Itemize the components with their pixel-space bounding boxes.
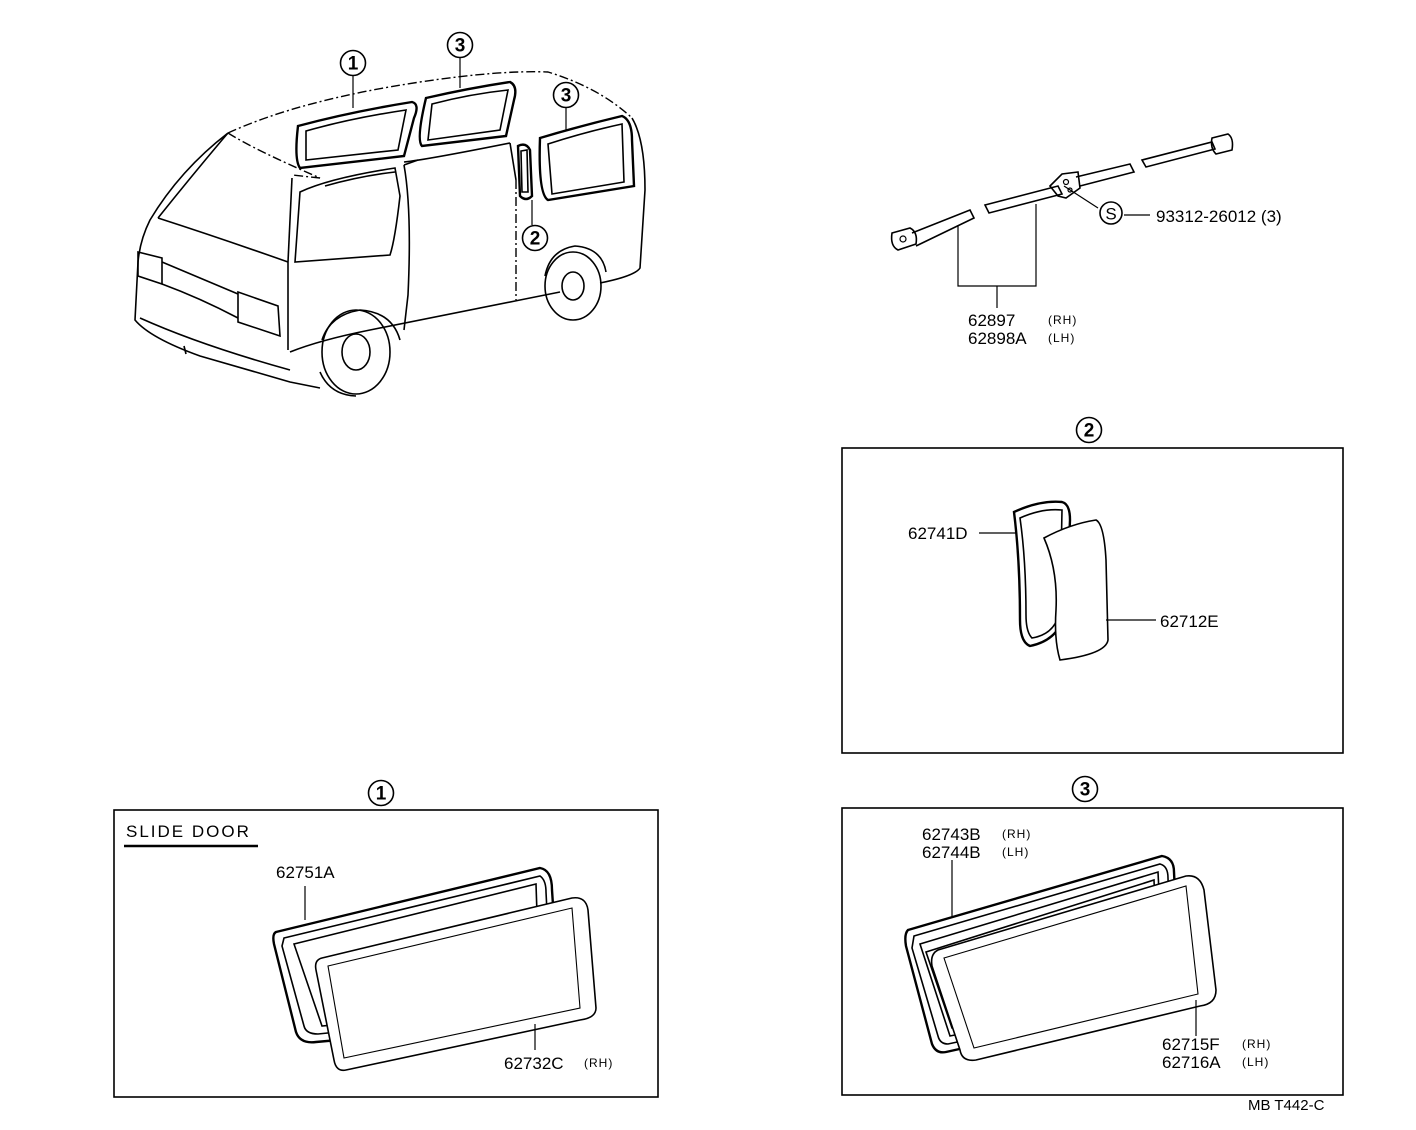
panel-3-glass-lh-tag: (LH) xyxy=(1242,1055,1269,1069)
panel-3-glass-rh-tag: (RH) xyxy=(1242,1037,1271,1051)
panel-1: 1 SLIDE DOOR 62751A 62732C (RH) xyxy=(113,779,659,1098)
panel-3-callout: 3 xyxy=(1071,775,1099,803)
figure-code: MB T442-C xyxy=(1248,1097,1325,1114)
svg-text:2: 2 xyxy=(1084,421,1095,442)
svg-text:3: 3 xyxy=(561,86,572,107)
van-illustration: 1 3 3 2 xyxy=(134,31,646,397)
panel-2-callout: 2 xyxy=(1075,416,1103,444)
svg-text:S: S xyxy=(1105,205,1116,224)
screw-symbol: S xyxy=(1099,201,1123,225)
svg-text:3: 3 xyxy=(455,36,466,57)
panel-1-callout: 1 xyxy=(367,779,395,807)
molding-assembly: S 93312-26012 (3) 62897 (RH) 62898A (LH) xyxy=(890,133,1282,348)
svg-text:1: 1 xyxy=(348,54,359,75)
svg-text:1: 1 xyxy=(376,784,387,805)
panel-1-heading: SLIDE DOOR xyxy=(126,822,251,841)
van-callout-3-rear: 3 xyxy=(552,81,580,109)
molding-rh-tag: (RH) xyxy=(1048,313,1077,327)
panel-2-glass-part: 62712E xyxy=(1160,612,1219,631)
molding-part-rh: 62897 xyxy=(968,311,1015,330)
panel-1-glass-tag: (RH) xyxy=(584,1056,613,1070)
panel-3-weatherstrip-rh-tag: (RH) xyxy=(1002,827,1031,841)
panel-2: 2 62741D 62712E xyxy=(841,416,1344,754)
svg-text:3: 3 xyxy=(1080,780,1091,801)
panel-3-weatherstrip-rh: 62743B xyxy=(922,825,981,844)
van-callout-1: 1 xyxy=(339,49,367,77)
panel-3-weatherstrip-lh-tag: (LH) xyxy=(1002,845,1029,859)
panel-1-glass-part: 62732C xyxy=(504,1054,564,1073)
panel-3-glass-lh: 62716A xyxy=(1162,1053,1221,1072)
molding-part-lh: 62898A xyxy=(968,329,1027,348)
panel-2-weatherstrip-part: 62741D xyxy=(908,524,968,543)
screw-part-number: 93312-26012 (3) xyxy=(1156,207,1282,226)
panel-3-glass-rh: 62715F xyxy=(1162,1035,1220,1054)
van-callout-2: 2 xyxy=(521,224,549,252)
panel-3: 3 62743B (RH) 62744B (LH) 62715F (RH) 62… xyxy=(841,775,1344,1096)
panel-3-weatherstrip-lh: 62744B xyxy=(922,843,981,862)
panel-1-weatherstrip-part: 62751A xyxy=(276,863,335,882)
van-callout-3-middle: 3 xyxy=(446,31,474,59)
svg-text:2: 2 xyxy=(530,229,541,250)
molding-lh-tag: (LH) xyxy=(1048,331,1075,345)
